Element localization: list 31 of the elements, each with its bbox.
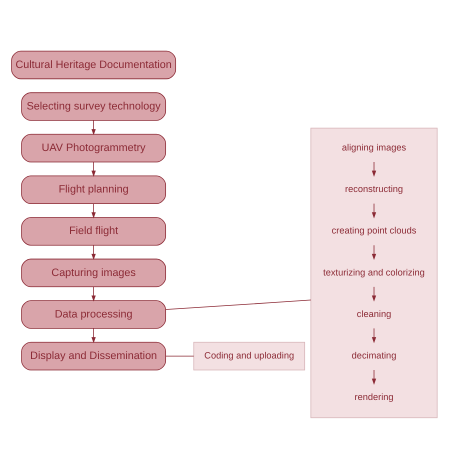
node-text: reconstructing <box>345 184 404 194</box>
connector <box>165 355 194 356</box>
node-text: creating point clouds <box>332 225 416 236</box>
arrow <box>91 120 96 135</box>
arrow <box>91 244 96 260</box>
node-box: Display and Dissemination <box>21 341 166 370</box>
arrow <box>91 202 96 218</box>
arrow <box>372 286 376 302</box>
node-box: Coding and uploading <box>193 341 306 370</box>
node-box: Flight planning <box>21 175 166 204</box>
node-text: cleaning <box>356 308 392 318</box>
arrow <box>372 161 376 176</box>
node-text: texturizing and colorizing <box>323 266 425 277</box>
node-box: Cultural Heritage Documentation <box>11 50 176 79</box>
connector <box>165 299 312 310</box>
node-box: Data processing <box>21 300 166 328</box>
node-text: decimating <box>352 350 396 360</box>
node-box: Selecting survey technology <box>21 92 166 120</box>
arrow <box>372 328 376 343</box>
node-box: UAV Photogrammetry <box>21 133 166 162</box>
node-box: Capturing images <box>21 258 166 287</box>
node-box: Field flight <box>21 216 166 246</box>
arrow <box>91 286 96 302</box>
arrow <box>372 369 376 384</box>
node-text: rendering <box>354 392 394 402</box>
arrow <box>91 161 96 176</box>
arrow <box>91 328 96 343</box>
node-text: aligning images <box>342 142 406 152</box>
arrow <box>372 202 376 218</box>
cluster <box>310 127 438 418</box>
arrow <box>372 244 376 260</box>
